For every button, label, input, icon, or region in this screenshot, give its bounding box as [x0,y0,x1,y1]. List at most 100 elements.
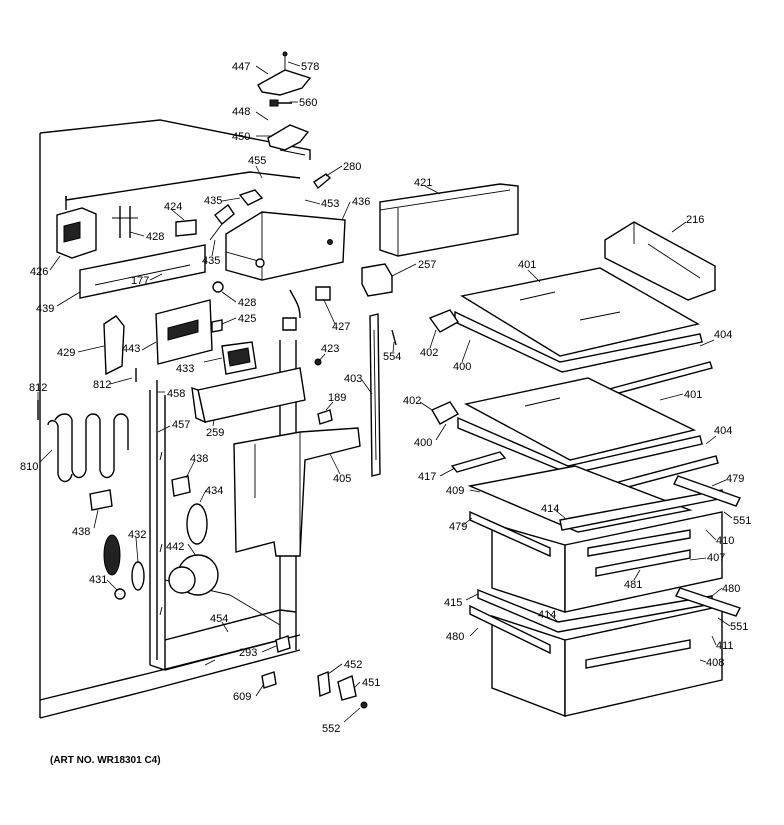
label-421: 421 [414,177,432,189]
part-452-hinge [317,671,331,697]
label-432: 432 [128,529,146,541]
label-400-a: 400 [453,361,471,373]
part-257-fan-motor [361,263,393,297]
crisper-drawer-upper [469,475,741,613]
label-551-b: 551 [730,621,748,633]
label-435-b: 435 [202,255,220,267]
label-423: 423 [321,343,339,355]
part-427-harness [282,286,331,331]
label-429: 429 [57,347,75,359]
label-812-a: 812 [29,382,47,394]
part-425-clip [211,319,223,333]
part-812-wire [37,368,137,420]
part-428-bracket [112,206,138,238]
label-480-b: 480 [446,631,464,643]
label-443: 443 [122,343,140,355]
part-405-duct-cover [233,427,361,557]
label-428-a: 428 [146,231,164,243]
label-280: 280 [343,161,361,173]
label-259: 259 [206,427,224,439]
label-451: 451 [362,677,380,689]
part-431-bushing [114,588,126,600]
label-810: 810 [20,461,38,473]
label-400-b: 400 [414,437,432,449]
part-609-grommet [261,671,277,689]
part-433-thermostat [221,341,257,375]
label-414-b: 414 [538,609,556,621]
leader-lines [37,61,733,723]
label-480-a: 480 [722,583,740,595]
label-438-a: 438 [190,453,208,465]
label-410: 410 [716,535,734,547]
label-812-b: 812 [93,379,111,391]
label-609: 609 [233,691,251,703]
part-443-control-box [155,299,213,365]
part-189-clip [317,409,333,425]
part-293-clip [275,635,291,653]
label-453: 453 [321,198,339,210]
label-481: 481 [624,579,642,591]
label-426: 426 [30,266,48,278]
label-414-a: 414 [541,503,559,515]
label-435-a: 435 [204,195,222,207]
part-435-lamp-socket [209,189,264,241]
label-405: 405 [333,473,351,485]
part-450-bracket [267,124,310,156]
label-409: 409 [446,485,464,497]
part-448-screw [269,99,292,107]
part-280-clip [313,173,332,190]
label-438-b: 438 [72,526,90,538]
label-293: 293 [239,647,257,659]
part-552-screw [360,701,368,709]
part-424-switch [175,219,197,237]
part-442-fan [168,554,219,596]
part-810-heater [47,413,129,483]
part-259-shelf-cover [191,367,306,424]
label-439: 439 [36,303,54,315]
label-560: 560 [299,97,317,109]
label-407: 407 [707,552,725,564]
label-448: 448 [232,106,250,118]
label-458: 458 [167,388,185,400]
label-479-a: 479 [726,473,744,485]
crisper-drawer-lower [469,587,741,718]
label-408: 408 [706,657,724,669]
part-426-control-housing [56,207,97,259]
label-404-b: 404 [714,425,732,437]
label-554: 554 [383,351,401,363]
label-431: 431 [89,574,107,586]
label-424: 424 [164,201,182,213]
label-401-a: 401 [518,259,536,271]
label-551-a: 551 [733,515,751,527]
label-452: 452 [344,659,362,671]
part-428-knob [212,281,224,293]
label-450: 450 [232,131,250,143]
part-451-bracket [337,675,357,701]
label-433: 433 [176,363,194,375]
label-402-b: 402 [403,395,421,407]
art-number: (ART NO. WR18301 C4) [50,755,161,766]
label-578: 578 [301,61,319,73]
part-432-bulb [103,534,145,591]
label-447: 447 [232,61,250,73]
label-427: 427 [332,321,350,333]
label-457: 457 [172,419,190,431]
part-439-panel [79,244,206,299]
label-403: 403 [344,373,362,385]
label-434: 434 [205,485,223,497]
label-404-a: 404 [714,329,732,341]
label-479-b: 479 [449,521,467,533]
label-417: 417 [418,471,436,483]
label-436: 436 [352,196,370,208]
label-189: 189 [328,392,346,404]
label-216: 216 [686,214,704,226]
label-257: 257 [418,259,436,271]
part-421-shelf-rail [379,183,519,257]
part-554-pin [391,329,397,346]
label-552: 552 [322,723,340,735]
label-401-b: 401 [684,389,702,401]
part-429-bracket [103,315,125,376]
air-duct-rail [156,380,163,660]
